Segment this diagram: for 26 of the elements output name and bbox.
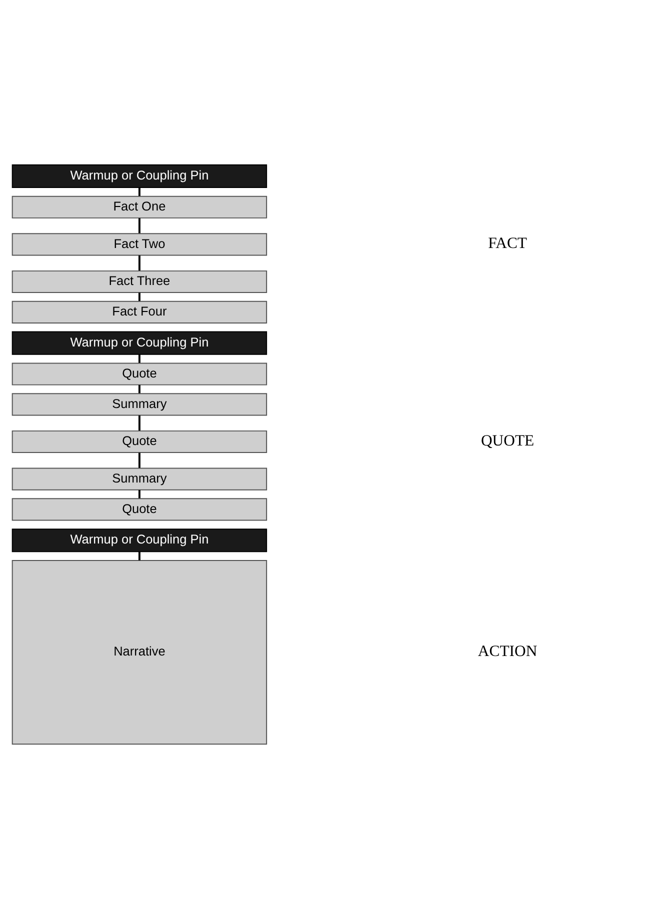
node-box: Warmup or Coupling Pin (12, 164, 268, 188)
node-box: Fact Three (12, 270, 268, 294)
node-box: Quote (12, 498, 268, 521)
connector (138, 452, 140, 468)
connector (138, 490, 140, 498)
connector (138, 292, 140, 301)
label: QUOTE (480, 432, 534, 450)
node-box: Fact Four (12, 300, 268, 324)
connector (138, 188, 140, 196)
node-box: Warmup or Coupling Pin (12, 528, 268, 552)
node-box: Summary (12, 393, 268, 416)
label: FACT (488, 235, 528, 252)
node-box: Narrative (12, 560, 268, 745)
connector (138, 255, 140, 271)
connector (138, 415, 140, 431)
node-box: Quote (12, 362, 268, 386)
node-box: Quote (12, 430, 268, 454)
node-box: Summary (12, 468, 268, 490)
connector (138, 354, 140, 363)
label: ACTION (478, 643, 538, 660)
node-box: Warmup or Coupling Pin (12, 331, 268, 355)
connector (138, 552, 140, 560)
connector (138, 384, 140, 394)
node-box: Fact Two (12, 233, 268, 256)
connector (138, 218, 140, 234)
node-box: Fact One (12, 196, 268, 218)
